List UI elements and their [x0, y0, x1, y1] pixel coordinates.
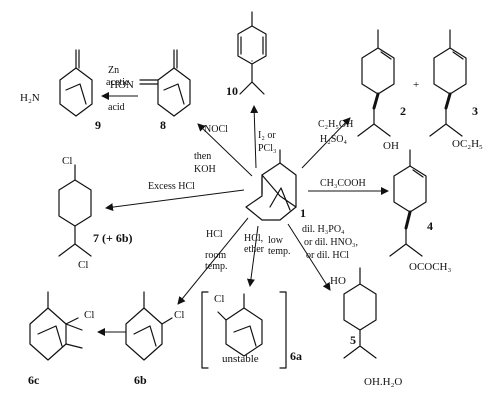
reagent-temp: temp. — [205, 261, 228, 272]
reagent-h2so4: H₂SO₄ — [320, 134, 347, 145]
compound-6b-structure — [125, 291, 173, 361]
compound-5-ho: HO — [330, 275, 346, 287]
compound-3-label: 3 — [472, 104, 478, 118]
reagent-pcl3: PCl₃ — [258, 143, 277, 154]
compound-8-structure — [139, 49, 191, 117]
reagent-zn: Zn — [108, 65, 119, 76]
arrow-1-to-6b — [177, 217, 249, 305]
reagent-hcl-ether: HCl, — [244, 233, 263, 244]
compound-6a-unstable: unstable — [222, 353, 259, 365]
compound-7-label: 7 (+ 6b) — [93, 231, 133, 245]
compound-10-structure — [237, 11, 267, 95]
compound-3-oet: OC₂H₅ — [452, 138, 483, 150]
reagent-ch3cooh: CH₃COOH — [320, 178, 366, 189]
compound-1-label: 1 — [300, 206, 306, 220]
compound-8-hon: HON — [110, 79, 134, 91]
compound-6a-label: 6a — [290, 349, 302, 363]
compound-6b-cl: Cl — [174, 309, 184, 321]
compound-9-structure — [59, 49, 93, 117]
reagent-low: low — [268, 235, 284, 246]
reagent-etoh: C₂H₅OH — [318, 119, 353, 130]
arrow-1-to-7 — [105, 189, 245, 212]
compound-6a-structure — [201, 291, 287, 369]
reagent-ether: ether — [244, 244, 265, 255]
arrow-1-to-5 — [287, 223, 331, 291]
compound-2-structure — [357, 29, 395, 137]
reagent-dil2: or dil. HNO₃, — [304, 237, 358, 248]
reagent-acetic: acetic — [106, 77, 130, 88]
reagent-i2: I₂ or — [258, 130, 276, 141]
compound-2-oh: OH — [383, 140, 399, 152]
arrow-1-to-8 — [197, 123, 253, 177]
compound-6c-label: 6c — [28, 373, 40, 387]
reagent-hcl-rt: HCl — [206, 229, 223, 240]
compound-3-structure — [429, 29, 467, 137]
compound-7-cl-bottom: Cl — [78, 259, 88, 271]
reagent-dil3: or dil. HCl — [306, 250, 349, 261]
compound-8-label: 8 — [160, 118, 166, 132]
compound-1-structure — [245, 149, 297, 221]
reagent-acid: acid — [108, 102, 125, 113]
reagent-excess-hcl: Excess HCl — [148, 181, 195, 192]
compound-9-h2n: H₂N — [20, 92, 40, 104]
reagent-koh: KOH — [194, 164, 216, 175]
compound-7-cl-top: Cl — [62, 155, 72, 167]
compound-7-structure — [58, 164, 92, 257]
compound-4-oac: OCOCH₃ — [409, 261, 452, 273]
compound-6c-structure — [29, 291, 83, 361]
reaction-arrows — [97, 92, 389, 336]
compound-4-label: 4 — [427, 219, 433, 233]
compound-5-label: 5 — [350, 333, 356, 347]
arrow-1-to-10 — [250, 105, 259, 169]
reagent-then: then — [194, 151, 211, 162]
reagent-dil1: dil. H₃PO₄ — [302, 224, 345, 235]
compound-5-ohw: OH.H₂O — [364, 376, 402, 388]
reagent-low-temp: temp. — [268, 246, 291, 257]
arrow-1-to-2 — [301, 117, 351, 169]
compound-9-label: 9 — [95, 118, 101, 132]
compound-10-label: 10 — [226, 84, 238, 98]
compound-6c-cl: Cl — [84, 309, 94, 321]
compound-4-structure — [389, 149, 427, 257]
reagent-room: room — [205, 250, 226, 261]
plus-sign: + — [413, 79, 419, 91]
compound-6b-label: 6b — [134, 373, 147, 387]
compound-6a-cl: Cl — [214, 293, 224, 305]
reagent-nocl: NOCl — [204, 124, 228, 135]
arrow-1-to-6a — [246, 225, 259, 287]
compound-5-structure — [343, 267, 377, 359]
compound-2-label: 2 — [400, 104, 406, 118]
